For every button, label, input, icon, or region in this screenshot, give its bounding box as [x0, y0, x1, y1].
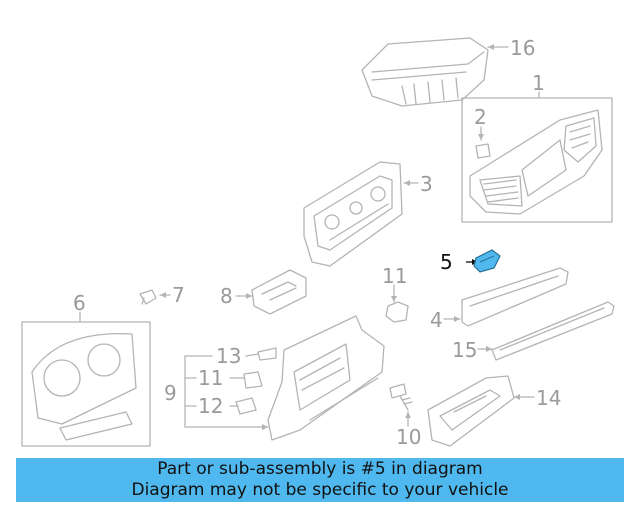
part-2-clip	[475, 143, 491, 159]
part-13-switch	[257, 347, 277, 361]
part-16-airbag-module	[361, 37, 489, 107]
callout-2: 2	[474, 105, 487, 129]
lower-dash-bezel	[267, 315, 385, 441]
callout-4: 4	[430, 308, 443, 332]
banner-line-disclaimer: Diagram may not be specific to your vehi…	[131, 480, 509, 500]
part-7-clip	[139, 289, 157, 305]
part-12-switch	[235, 397, 257, 415]
leader-arrowheads	[160, 44, 520, 430]
part-1-vent-bezel	[469, 109, 603, 215]
callout-10: 10	[396, 425, 421, 449]
info-banner: Part or sub-assembly is #5 in diagram Di…	[16, 458, 624, 502]
part-6-box	[21, 321, 151, 447]
banner-line-part-number: Part or sub-assembly is #5 in diagram	[157, 459, 483, 479]
callout-11-upper: 11	[382, 264, 407, 288]
callout-8: 8	[220, 284, 233, 308]
part-4-trim-strip	[461, 267, 569, 327]
part-11-bracket	[385, 301, 409, 323]
part-5-highlighted	[466, 249, 501, 273]
callout-3: 3	[420, 172, 433, 196]
callout-13: 13	[216, 344, 241, 368]
callout-11-lower: 11	[198, 366, 223, 390]
part-11-switch	[243, 371, 263, 389]
callout-14: 14	[536, 386, 561, 410]
part-10-screw	[389, 383, 413, 411]
part-14-glove-box	[427, 375, 515, 447]
callout-9: 9	[164, 381, 177, 405]
part-8-switch	[251, 269, 307, 315]
part-15-trim-strip	[491, 301, 615, 361]
callout-6: 6	[73, 291, 86, 315]
callout-1: 1	[532, 71, 545, 95]
part-6-instrument-cluster	[31, 333, 137, 441]
callout-5: 5	[440, 250, 453, 274]
part-1-box	[461, 97, 613, 223]
callout-15: 15	[452, 338, 477, 362]
leader-lines	[79, 46, 540, 428]
callout-12: 12	[198, 394, 223, 418]
callout-7: 7	[172, 283, 185, 307]
callout-16: 16	[510, 36, 535, 60]
part-3-control-panel	[303, 161, 403, 267]
